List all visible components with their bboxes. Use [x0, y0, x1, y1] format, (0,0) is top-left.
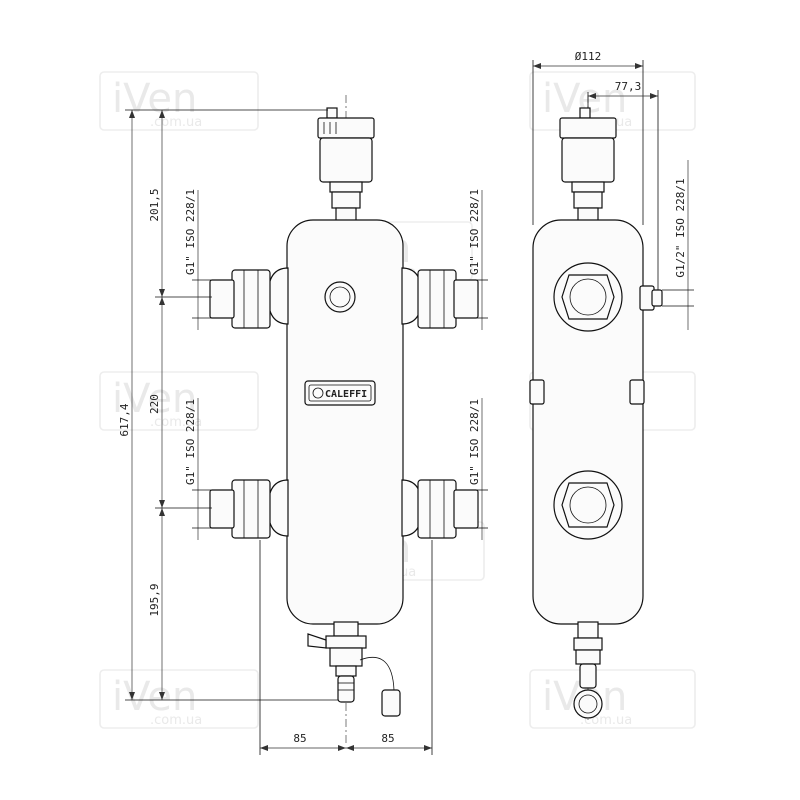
automatic-air-vent: [317, 107, 375, 223]
label-port-upper-left: G1" ISO 228/1: [184, 189, 197, 275]
drain-hose-fitting: [337, 675, 355, 703]
front-view: CALEFFI: [118, 95, 488, 755]
air-vent-nut: [329, 181, 363, 193]
front-vertical-dimensions: 617,4 201,5 220 195,9: [118, 109, 338, 701]
front-port-callouts: G1" ISO 228/1 G1" ISO 228/1 G1" ISO 228/…: [184, 189, 488, 540]
dim-lower-ports-to-bottom: 195,9: [148, 583, 161, 616]
drain-valve-lever: [307, 633, 327, 649]
air-vent-fitting: [331, 191, 361, 209]
air-vent-head: [317, 117, 375, 139]
side-nub-left: [529, 379, 545, 405]
svg-text:iVen: iVen: [112, 376, 197, 422]
dim-diameter: Ø112: [575, 50, 602, 63]
svg-text:.com.ua: .com.ua: [150, 415, 202, 430]
port-union-lower-left: [209, 479, 289, 539]
svg-text:.com.ua: .com.ua: [150, 115, 202, 130]
watermark-bottom-left: iVen .com.ua: [99, 669, 259, 729]
vessel-body: [286, 219, 404, 625]
side-dimensions: Ø112 77,3 G1/2" ISO 228/1: [532, 50, 694, 330]
dim-left-offset: 85: [293, 732, 306, 745]
watermark-top-left: iVen .com.ua: [99, 71, 259, 131]
caleffi-logo-text: CALEFFI: [325, 389, 367, 400]
air-vent-body: [319, 137, 373, 183]
drain-valve: [307, 621, 401, 717]
dim-top-to-upper-ports: 201,5: [148, 188, 161, 221]
side-air-vent: [559, 107, 617, 223]
watermark-bottom-right: iVen .com.ua: [529, 669, 696, 729]
side-drain-valve: [573, 621, 603, 719]
sensor-pocket: [324, 281, 356, 313]
dim-overall-height: 617,4: [118, 403, 131, 436]
svg-text:.com.ua: .com.ua: [150, 713, 202, 728]
svg-text:iVen: iVen: [112, 76, 197, 122]
air-vent-cap: [326, 107, 338, 119]
dim-side-port-offset: 77,3: [615, 80, 642, 93]
dim-right-offset: 85: [381, 732, 394, 745]
drain-cap: [381, 689, 401, 717]
label-side-port: G1/2" ISO 228/1: [674, 178, 687, 277]
svg-text:iVen: iVen: [112, 674, 197, 720]
front-horizontal-dimensions: 85 85: [259, 540, 433, 755]
label-port-lower-right: G1" ISO 228/1: [468, 399, 481, 485]
side-hex-port-lower: [553, 470, 623, 540]
port-union-lower-right: [401, 479, 479, 539]
side-nub-right: [629, 379, 645, 405]
dim-between-ports: 220: [148, 394, 161, 414]
caleffi-logo-plate: CALEFFI: [304, 380, 376, 406]
side-half-inch-port: [639, 285, 663, 311]
port-union-upper-left: [209, 267, 289, 329]
side-hex-port-upper: [553, 262, 623, 332]
watermark-mid-left: iVen .com.ua: [99, 371, 259, 431]
label-port-upper-right: G1" ISO 228/1: [468, 189, 481, 275]
port-union-upper-right: [401, 267, 479, 329]
label-port-lower-left: G1" ISO 228/1: [184, 399, 197, 485]
side-view: Ø112 77,3 G1/2" ISO 228/1: [529, 50, 694, 720]
